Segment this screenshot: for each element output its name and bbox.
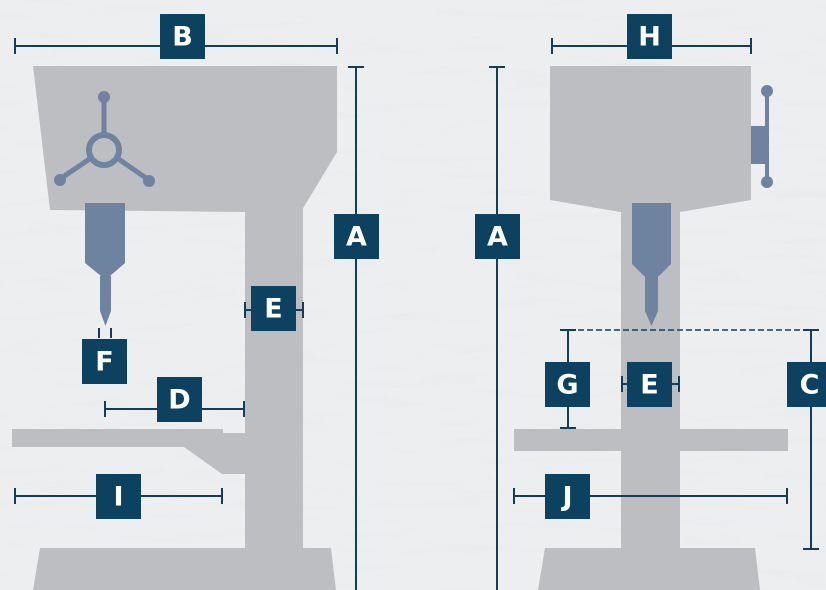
label-e-side-text: E	[264, 294, 282, 325]
label-c: C	[787, 362, 826, 407]
side-base	[33, 548, 336, 590]
label-d: D	[157, 377, 202, 422]
label-f-text: F	[95, 347, 113, 378]
side-spindle	[85, 203, 125, 326]
side-table	[12, 429, 223, 447]
front-handle-icon	[751, 85, 773, 188]
label-a-side: A	[334, 214, 379, 259]
side-view-machine	[12, 66, 337, 590]
label-i-text: I	[113, 482, 123, 513]
label-a-side-text: A	[346, 222, 367, 253]
dim-line-f	[98, 328, 112, 338]
label-e-front-text: E	[640, 370, 658, 401]
label-j-text: J	[560, 482, 572, 513]
label-j: J	[545, 474, 590, 519]
label-a-front-text: A	[487, 222, 508, 253]
front-head	[550, 66, 751, 212]
label-i: I	[96, 474, 141, 519]
label-c-text: C	[800, 370, 820, 401]
label-b-text: B	[172, 22, 193, 53]
label-h: H	[627, 14, 672, 59]
dim-line-a-side	[348, 66, 364, 590]
side-column	[245, 205, 303, 550]
dim-line-a-front	[489, 66, 505, 590]
label-d-text: D	[168, 385, 190, 416]
dimension-labels: B A E F D I H A	[82, 14, 826, 519]
label-e-side: E	[251, 286, 296, 331]
label-g: G	[545, 362, 590, 407]
label-b: B	[160, 14, 205, 59]
front-base	[538, 548, 760, 590]
front-table	[514, 429, 788, 451]
side-head	[33, 66, 337, 212]
side-table-bracket	[184, 433, 247, 474]
label-f: F	[82, 339, 127, 384]
label-h-text: H	[638, 22, 661, 53]
label-a-front: A	[475, 214, 520, 259]
label-g-text: G	[556, 370, 578, 401]
feed-handle-icon	[54, 91, 155, 187]
front-spindle	[632, 203, 671, 326]
label-e-front: E	[627, 362, 672, 407]
